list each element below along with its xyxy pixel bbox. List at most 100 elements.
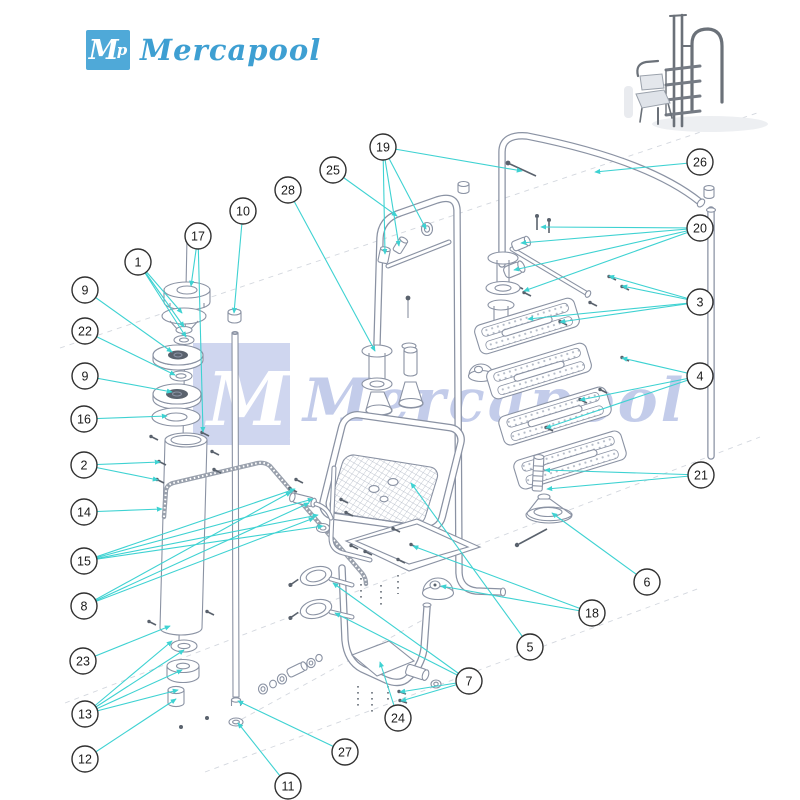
svg-text:22: 22 <box>78 325 92 339</box>
leader-line-22 <box>84 330 176 376</box>
leader-line-13 <box>84 640 173 715</box>
callout-21: 21 <box>687 461 715 489</box>
leader-line-21 <box>544 467 702 476</box>
leader-line-19 <box>382 146 401 247</box>
callout-20: 20 <box>686 214 714 242</box>
leader-line-1 <box>137 261 187 338</box>
svg-text:5: 5 <box>527 641 534 655</box>
leader-line-15 <box>83 497 314 562</box>
callout-8: 8 <box>70 592 98 620</box>
svg-text:27: 27 <box>338 746 352 760</box>
leader-line-8 <box>83 502 310 607</box>
svg-text:3: 3 <box>697 296 704 310</box>
leader-line-20 <box>513 227 701 272</box>
leader-line-8 <box>83 517 315 607</box>
callout-13: 13 <box>71 700 99 728</box>
seat-assembly <box>319 411 465 563</box>
callout-24: 24 <box>384 704 412 732</box>
svg-text:7: 7 <box>466 675 473 689</box>
rear-ladder-assembly <box>467 132 717 460</box>
watermark-square <box>193 343 290 445</box>
leader-line-27 <box>237 700 346 753</box>
product-photo <box>624 13 768 132</box>
leader-line-20 <box>520 227 701 246</box>
callout-10: 10 <box>229 197 257 225</box>
leader-line-23 <box>82 625 171 662</box>
callout-22: 22 <box>71 317 99 345</box>
svg-text:6: 6 <box>644 576 651 590</box>
leader-line-9 <box>84 375 173 394</box>
leader-line-13 <box>84 669 183 715</box>
svg-text:9: 9 <box>82 284 89 298</box>
svg-text:20: 20 <box>693 222 707 236</box>
anchor-post-assembly <box>151 237 211 708</box>
svg-text:28: 28 <box>281 184 295 198</box>
svg-text:12: 12 <box>78 753 92 767</box>
leader-line-19 <box>382 146 388 255</box>
callout-19: 19 <box>369 133 397 161</box>
callout-18: 18 <box>578 599 606 627</box>
leader-line-20 <box>523 227 701 292</box>
leader-line-21 <box>546 474 702 492</box>
leader-line-17 <box>197 235 206 433</box>
callout-6: 6 <box>633 568 661 596</box>
leader-line-28 <box>287 189 376 352</box>
callout-12: 12 <box>71 745 99 773</box>
callout-9: 9 <box>71 362 99 390</box>
callout-11: 11 <box>274 772 302 800</box>
leader-line-4 <box>579 375 701 402</box>
ladder-steps <box>474 274 630 490</box>
front-anchor-wedges <box>361 295 424 417</box>
svg-text:4: 4 <box>697 370 704 384</box>
leader-line-4 <box>545 375 701 429</box>
leader-line-19 <box>382 146 427 230</box>
callout-26: 26 <box>686 148 714 176</box>
leader-line-15 <box>83 524 324 562</box>
svg-text:14: 14 <box>77 506 91 520</box>
svg-text:10: 10 <box>236 205 250 219</box>
leader-line-16 <box>83 413 168 420</box>
leader-line-3 <box>559 301 701 324</box>
handle-rod <box>161 460 369 587</box>
callout-28: 28 <box>274 176 302 204</box>
monogram-m: M <box>88 34 119 66</box>
leader-line-3 <box>608 274 701 303</box>
leader-line-5 <box>410 482 531 648</box>
leader-line-13 <box>84 649 185 715</box>
svg-text:17: 17 <box>191 230 205 244</box>
lower-frame-assembly <box>288 564 455 712</box>
anchor-dome-cover <box>421 577 455 601</box>
callout-27: 27 <box>331 738 359 766</box>
callout-15: 15 <box>70 547 98 575</box>
callout-25: 25 <box>319 156 347 184</box>
leader-line-7 <box>334 612 470 682</box>
brand-wordmark: Mercapool <box>140 33 322 67</box>
callout-7: 7 <box>455 667 483 695</box>
pull-rod <box>179 308 244 729</box>
leader-line-13 <box>84 688 179 715</box>
svg-text:15: 15 <box>77 555 91 569</box>
svg-text:13: 13 <box>78 708 92 722</box>
svg-text:24: 24 <box>391 712 405 726</box>
svg-text:25: 25 <box>326 164 340 178</box>
leader-line-18 <box>440 584 593 614</box>
callout-2: 2 <box>70 451 98 479</box>
watermark-monogram: Mp <box>204 357 316 443</box>
leader-line-6 <box>551 512 648 583</box>
callout-16: 16 <box>70 405 98 433</box>
svg-text:26: 26 <box>693 156 707 170</box>
callout-5: 5 <box>516 633 544 661</box>
leader-line-3 <box>527 301 701 322</box>
adjustable-foot <box>514 454 573 548</box>
callout-23: 23 <box>69 647 97 675</box>
callout-9: 9 <box>71 276 99 304</box>
leader-line-7 <box>332 582 470 682</box>
callout-4: 4 <box>686 362 714 390</box>
svg-text:16: 16 <box>77 413 91 427</box>
leader-line-15 <box>83 513 319 562</box>
monogram-p: p <box>116 40 128 59</box>
svg-text:18: 18 <box>585 607 599 621</box>
